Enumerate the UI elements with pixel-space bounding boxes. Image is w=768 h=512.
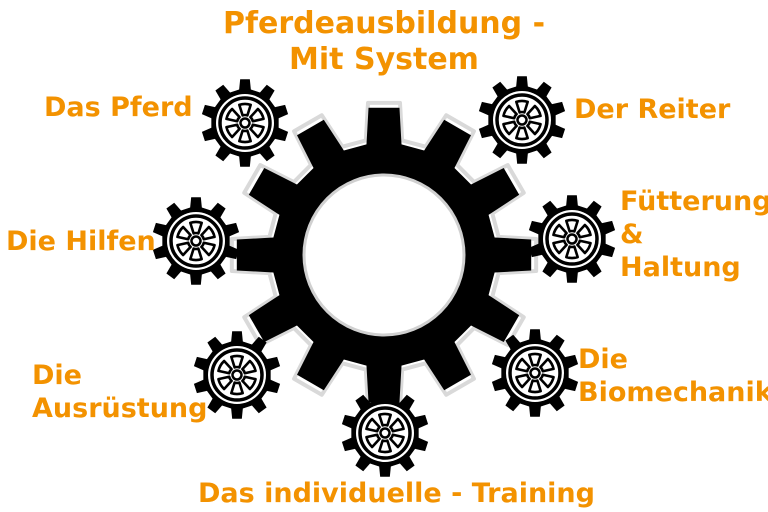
label-fuetterung-line-3: Haltung <box>620 251 741 283</box>
label-das-pferd: Das Pferd <box>44 92 193 123</box>
title-line-1: Pferdeausbildung - <box>222 6 546 41</box>
gear-icon-training <box>341 389 429 477</box>
label-der-reiter: Der Reiter <box>574 94 731 125</box>
label-fuetterung-line-1: Fütterung <box>620 186 768 217</box>
label-fuetterung-line-2: & <box>620 218 644 250</box>
gear-icon-biomechanik <box>491 329 579 417</box>
diagram-title: Pferdeausbildung - Mit System <box>184 6 584 78</box>
label-fuetterung-haltung: Fütterung & Haltung <box>620 186 768 285</box>
gear-icon-die-hilfen <box>152 197 240 285</box>
label-ausruestung-line-2: Ausrüstung <box>32 392 208 424</box>
gear-icon-der-reiter <box>478 76 566 164</box>
label-biomechanik-line-2: Biomechanik <box>578 376 768 408</box>
gear-icon-fuetterung <box>528 195 616 283</box>
label-die-biomechanik: Die Biomechanik <box>578 344 768 410</box>
gear-icon-das-pferd <box>201 79 289 167</box>
label-die-ausruestung: Die Ausrüstung <box>32 360 207 426</box>
label-die-hilfen: Die Hilfen <box>6 226 156 257</box>
title-line-2: Mit System <box>289 42 479 77</box>
label-ausruestung-line-1: Die <box>32 360 82 391</box>
gear-icon-ausruestung <box>193 331 281 419</box>
label-das-individuelle-training: Das individuelle - Training <box>198 478 595 509</box>
central-gear-icon <box>229 100 539 410</box>
label-biomechanik-line-1: Die <box>578 344 628 375</box>
